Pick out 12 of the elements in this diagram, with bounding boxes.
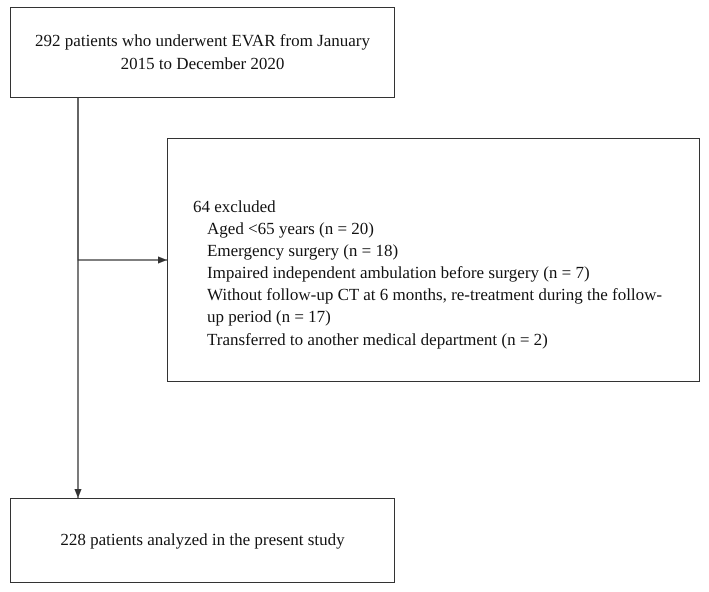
box-text: 292 patients who underwent EVAR from January 2015 to December 2020: [34, 30, 371, 74]
exclusion-box: [167, 138, 700, 382]
exclusion-item: Impaired independent ambulation before surgery (n = 7): [207, 262, 591, 284]
process-box: [10, 498, 395, 583]
exclusion-item: Aged <65 years (n = 20): [207, 218, 375, 240]
box-text: 228 patients analyzed in the present study: [60, 529, 345, 552]
box-heading: 64 excluded: [193, 196, 277, 218]
exclusion-item: Transferred to another medical department (n = 2): [207, 328, 549, 351]
exclusion-item: Emergency surgery (n = 18): [207, 240, 400, 262]
exclusion-item: Without follow-up CT at 6 months, re-treatment during the follow-up period (n = 17): [207, 284, 664, 328]
arrow: [77, 98, 167, 264]
process-box: [10, 7, 395, 98]
